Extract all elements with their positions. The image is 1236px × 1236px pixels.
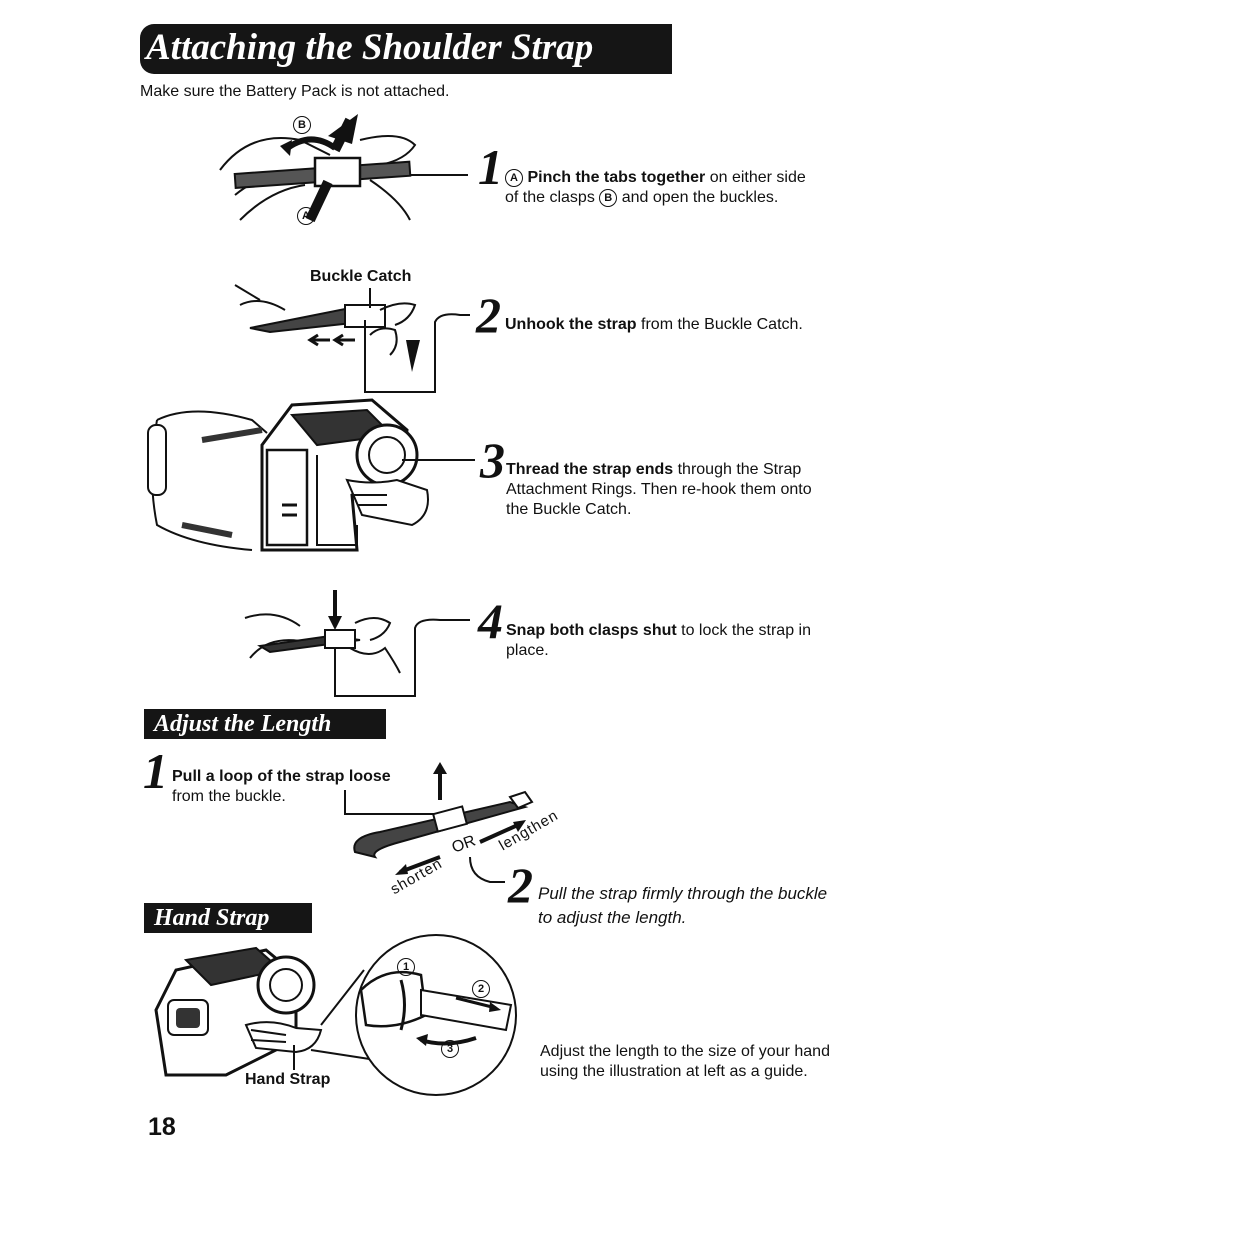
step-2-text: Unhook the strap from the Buckle Catch. [505, 315, 803, 335]
buckle-catch-illustration [230, 280, 480, 400]
step-2-number: 2 [476, 292, 501, 338]
adjust-length-heading: Adjust the Length [144, 709, 386, 739]
step-2-rest: from the Buckle Catch. [641, 316, 803, 333]
step-1-text-a: on either side [710, 169, 806, 186]
strap-mark-2: 2 [472, 980, 490, 998]
page-title: Attaching the Shoulder Strap [140, 24, 672, 74]
step-4-bold: Snap both clasps shut [506, 622, 677, 639]
hand-strap-label: Hand Strap [245, 1071, 330, 1089]
step-4-number: 4 [478, 598, 503, 644]
step-1-text-c: and open the buckles. [622, 189, 779, 206]
adjust-step-2-line2: to adjust the length. [538, 908, 686, 927]
step-3-number: 3 [480, 437, 505, 483]
hands-pinching-buckle-illustration [210, 110, 470, 240]
adjust-step-2-line1: Pull the strap firmly through the buckle [538, 884, 827, 903]
step-1-text-b: of the clasps [505, 189, 595, 206]
hand-strap-line1: Adjust the length to the size of your ha… [540, 1043, 830, 1060]
step-3-line1: through the Strap [678, 461, 802, 478]
adjust-step-2-text: Pull the strap firmly through the buckle… [538, 882, 827, 930]
adjust-step-1-line2: from the buckle. [172, 788, 286, 805]
step-3-text: Thread the strap ends through the Strap … [506, 460, 812, 520]
step-4-line1: to lock the strap in [681, 622, 811, 639]
step-3-bold: Thread the strap ends [506, 461, 673, 478]
step-3-line2: Attachment Rings. Then re-hook them onto [506, 481, 812, 498]
step-1-bold: Pinch the tabs together [527, 169, 705, 186]
clasp-a-label: A [297, 207, 315, 225]
hand-strap-heading: Hand Strap [144, 903, 312, 933]
adjust-step-1-number: 1 [143, 748, 168, 794]
marker-a: A [505, 169, 523, 187]
step-1-number: 1 [478, 144, 503, 190]
strap-mark-1: 1 [397, 958, 415, 976]
hand-strap-line2: using the illustration at left as a guid… [540, 1063, 808, 1080]
hand-strap-text: Adjust the length to the size of your ha… [540, 1042, 830, 1082]
strap-mark-3: 3 [441, 1040, 459, 1058]
intro-text: Make sure the Battery Pack is not attach… [140, 83, 450, 101]
step-4-line2: place. [506, 642, 549, 659]
step-2-bold: Unhook the strap [505, 316, 637, 333]
marker-b: B [599, 189, 617, 207]
clasp-b-label: B [293, 116, 311, 134]
page-number: 18 [148, 1113, 176, 1142]
step-3-line3: the Buckle Catch. [506, 501, 631, 518]
adjust-step-2-number: 2 [508, 862, 533, 908]
snap-clasps-illustration [240, 588, 475, 700]
camcorder-hand-strap-illustration [146, 930, 526, 1090]
step-4-text: Snap both clasps shut to lock the strap … [506, 621, 811, 661]
step-1-text: A Pinch the tabs together on either side… [505, 168, 806, 208]
camcorder-with-shoulder-strap-illustration [142, 395, 477, 560]
